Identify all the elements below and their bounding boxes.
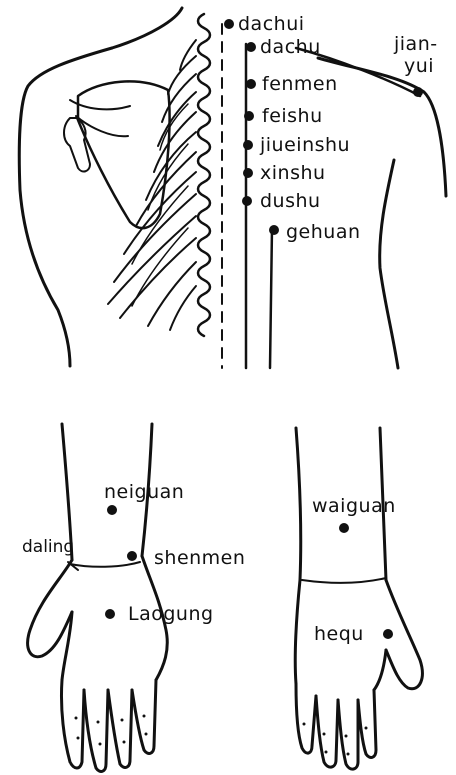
label-dachui: dachui xyxy=(238,13,305,35)
backhand-finger-1 xyxy=(296,684,316,753)
label-fenmen: fenmen xyxy=(262,73,338,95)
point-dushu xyxy=(242,196,252,206)
point-hequ xyxy=(383,629,393,639)
point-neiguan xyxy=(107,505,117,515)
label-shenmen: shenmen xyxy=(154,547,245,569)
bladder-line-outer xyxy=(270,228,272,368)
label-dachu: dachu xyxy=(260,36,321,58)
label-laogung: Laogung xyxy=(128,603,214,625)
neck-outline xyxy=(112,8,182,48)
back-hand-figure xyxy=(295,428,422,769)
label-feishu: feishu xyxy=(262,105,323,127)
backhand-finger-4 xyxy=(358,690,376,757)
point-dachui xyxy=(224,19,234,29)
point-jianyui xyxy=(413,87,423,97)
backhand-forearm-left xyxy=(296,428,301,580)
palm-wrist-crease xyxy=(70,562,140,567)
scapula xyxy=(78,81,170,228)
palm-finger-3 xyxy=(108,690,132,767)
palm-thumb xyxy=(28,560,72,657)
palm-points: neiguan daling shenmen Laogung xyxy=(22,481,245,625)
label-gehuan: gehuan xyxy=(286,221,361,243)
point-xinshu xyxy=(243,168,253,178)
label-xinshu: xinshu xyxy=(260,162,326,184)
point-gehuan xyxy=(269,225,279,235)
torso-figure xyxy=(19,8,446,368)
right-torso-outline xyxy=(380,160,398,368)
palm-finger-1 xyxy=(61,680,84,768)
label-jianyui-line2: yui xyxy=(404,55,434,77)
label-jiueinshu: jiueinshu xyxy=(259,134,350,156)
backhand-wrist xyxy=(302,578,386,583)
back-points: dachui dachu fenmen feishu jiueinshu xin… xyxy=(224,13,438,243)
label-jianyui-line1: jian- xyxy=(393,33,438,55)
point-waiguan xyxy=(339,523,349,533)
humerus-head xyxy=(64,118,90,171)
label-daling: daling xyxy=(22,537,74,557)
spine xyxy=(198,14,210,336)
label-neiguan: neiguan xyxy=(104,481,184,503)
point-dachu xyxy=(246,42,256,52)
left-torso-outline xyxy=(19,48,112,366)
point-feishu xyxy=(244,111,254,121)
point-shenmen xyxy=(127,551,137,561)
label-hequ: hequ xyxy=(314,623,364,645)
label-dushu: dushu xyxy=(260,190,321,212)
palm-hand-figure xyxy=(28,424,168,771)
point-jiueinshu xyxy=(243,140,253,150)
point-laogung xyxy=(105,609,115,619)
label-waiguan: waiguan xyxy=(312,495,396,517)
backhand-finger-3 xyxy=(338,700,358,769)
palm-finger-2 xyxy=(84,690,108,771)
point-fenmen xyxy=(246,79,256,89)
backhand-finger-2 xyxy=(316,696,338,767)
